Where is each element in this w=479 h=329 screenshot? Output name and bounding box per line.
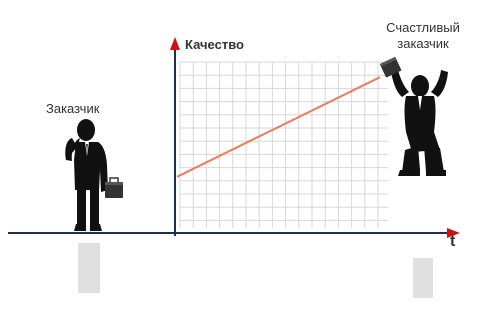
y-axis-arrow-icon (170, 37, 180, 50)
series-layer (177, 77, 380, 177)
worried-businessman-icon (65, 119, 108, 231)
briefcase-icon (105, 178, 123, 198)
left-person-label: Заказчик (46, 101, 99, 116)
chart-grid (180, 62, 388, 228)
x-axis-label: t (450, 233, 455, 251)
right-person-label: Счастливый заказчик (368, 20, 478, 52)
series-line (177, 77, 380, 177)
reflection (78, 243, 433, 298)
happy-businessman-icon (391, 70, 448, 176)
y-axis-label: Качество (185, 37, 244, 52)
